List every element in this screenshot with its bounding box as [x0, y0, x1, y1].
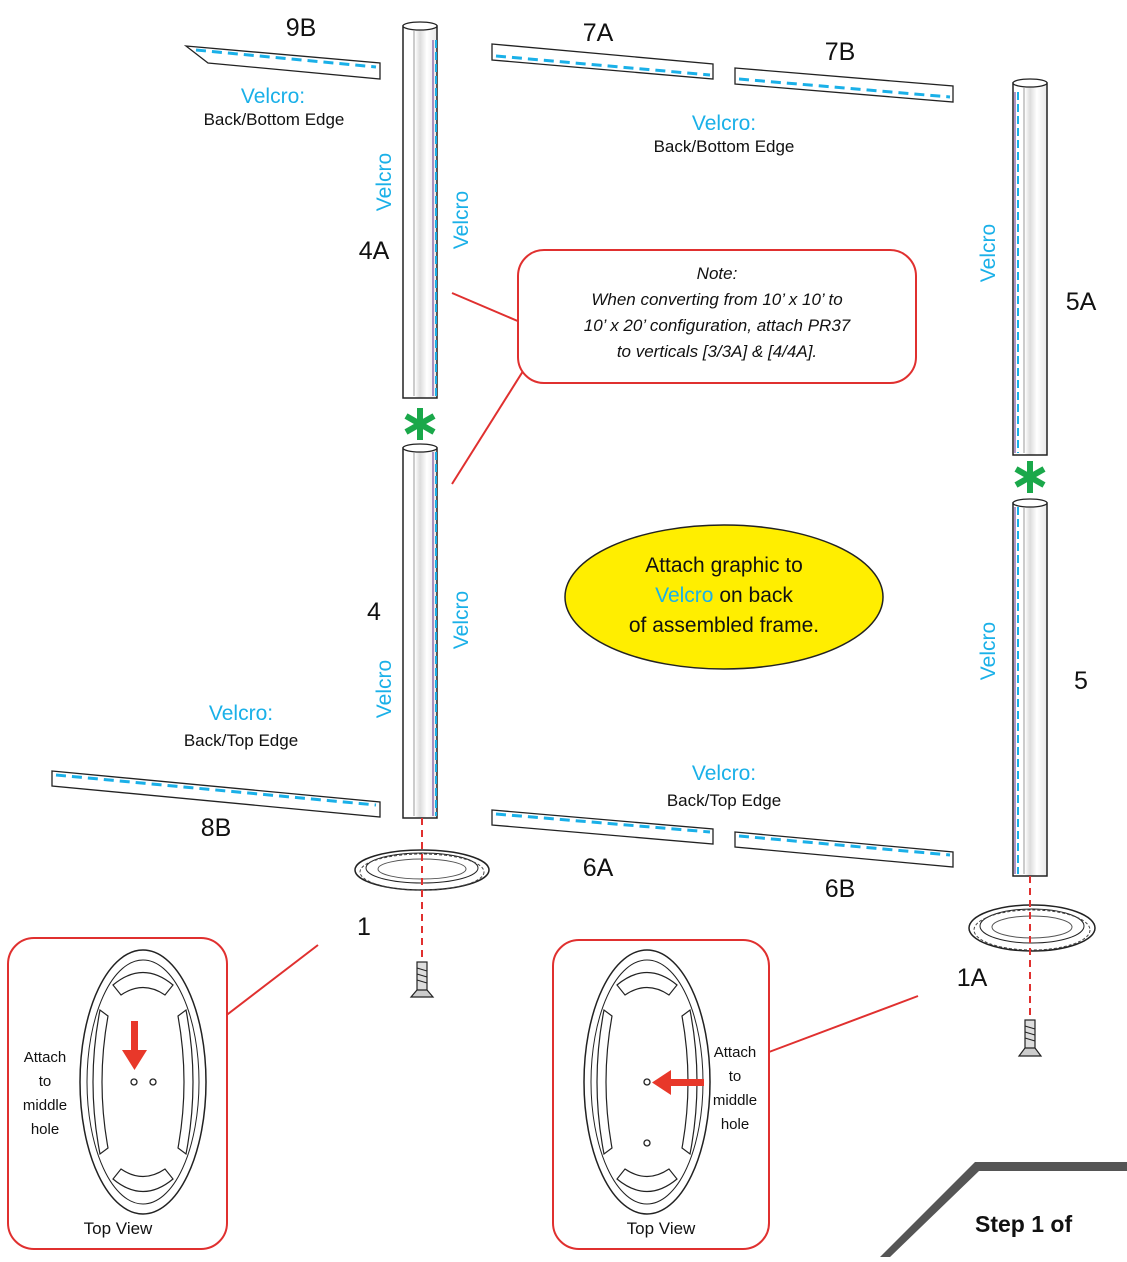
velcro-heading-8B: Velcro: [209, 702, 273, 725]
velcro-vertical-4-right: Velcro [450, 591, 473, 649]
velcro-heading-7: Velcro: [692, 112, 756, 135]
pole-5 [1012, 498, 1048, 877]
velcro-vertical-4A-right: Velcro [450, 191, 473, 249]
label-4A: 4A [359, 237, 390, 265]
edge-text-8B: Back/Top Edge [184, 731, 298, 750]
attach-text-left-4: hole [31, 1121, 59, 1138]
velcro-heading-6: Velcro: [692, 762, 756, 785]
detail-leader-left [223, 944, 319, 1018]
graphic-callout [564, 524, 884, 670]
top-view-plate-left [79, 949, 207, 1215]
label-1A: 1A [957, 964, 988, 992]
edge-text-6: Back/Top Edge [667, 791, 781, 810]
velcro-vertical-5A: Velcro [977, 224, 1000, 282]
base-plate-1A [968, 904, 1096, 952]
bar-7B [734, 67, 954, 103]
step-badge [880, 1162, 1127, 1257]
callout-velcro-word: Velcro [655, 584, 713, 607]
note-line-3: to verticals [3/3A] & [4/4A]. [617, 342, 817, 361]
detail-leader-right [768, 995, 919, 1053]
attach-text-right-3: middle [713, 1092, 757, 1109]
screw-left [409, 961, 435, 998]
attach-text-left-2: to [39, 1073, 52, 1090]
velcro-vertical-4A-left: Velcro [373, 153, 396, 211]
note-title: Note: [697, 264, 738, 283]
callout-line-1: Attach graphic to [645, 554, 803, 577]
callout-line-2-rest: on back [713, 584, 793, 607]
top-view-plate-right [583, 949, 711, 1215]
attach-text-right-4: hole [721, 1116, 749, 1133]
label-6A: 6A [583, 854, 614, 882]
edge-text-9B: Back/Bottom Edge [204, 110, 345, 129]
note-line-2: 10’ x 20’ configuration, attach PR37 [584, 316, 851, 335]
top-view-caption-right: Top View [627, 1219, 696, 1238]
connector-star-left [404, 408, 436, 440]
note-line-1: When converting from 10’ x 10’ to [591, 290, 842, 309]
note-box [517, 249, 917, 384]
velcro-vertical-4-left: Velcro [373, 660, 396, 718]
arrow-left-icon [652, 1070, 704, 1095]
pole-4 [402, 443, 438, 819]
bar-9B [183, 45, 381, 80]
attach-text-left-3: middle [23, 1097, 67, 1114]
label-5A: 5A [1066, 288, 1097, 316]
attach-text-right-2: to [729, 1068, 742, 1085]
label-7A: 7A [583, 19, 614, 47]
label-4: 4 [367, 598, 381, 626]
label-5: 5 [1074, 667, 1088, 695]
top-view-caption-left: Top View [84, 1219, 153, 1238]
velcro-vertical-5: Velcro [977, 622, 1000, 680]
note-leader-bottom [451, 359, 531, 485]
label-6B: 6B [825, 875, 856, 903]
pole-5A [1012, 78, 1048, 456]
bar-6A [491, 809, 714, 845]
label-9B: 9B [286, 14, 317, 42]
label-7B: 7B [825, 38, 856, 66]
velcro-heading-9B: Velcro: [241, 85, 305, 108]
callout-line-2: Velcro on back [655, 584, 793, 607]
note-leader-top [451, 292, 521, 323]
attach-text-left-1: Attach [24, 1049, 67, 1066]
bar-8B [51, 770, 381, 818]
label-1: 1 [357, 913, 371, 941]
screw-right [1017, 1019, 1043, 1057]
bar-6B [734, 831, 954, 868]
step-label: Step 1 of [975, 1211, 1072, 1237]
arrow-down-icon [122, 1021, 147, 1070]
bar-7A [491, 43, 714, 80]
connector-star-right [1014, 461, 1046, 493]
callout-line-3: of assembled frame. [629, 614, 819, 637]
pole-4A [402, 21, 438, 399]
edge-text-7: Back/Bottom Edge [654, 137, 795, 156]
attach-text-right-1: Attach [714, 1044, 757, 1061]
label-8B: 8B [201, 814, 232, 842]
